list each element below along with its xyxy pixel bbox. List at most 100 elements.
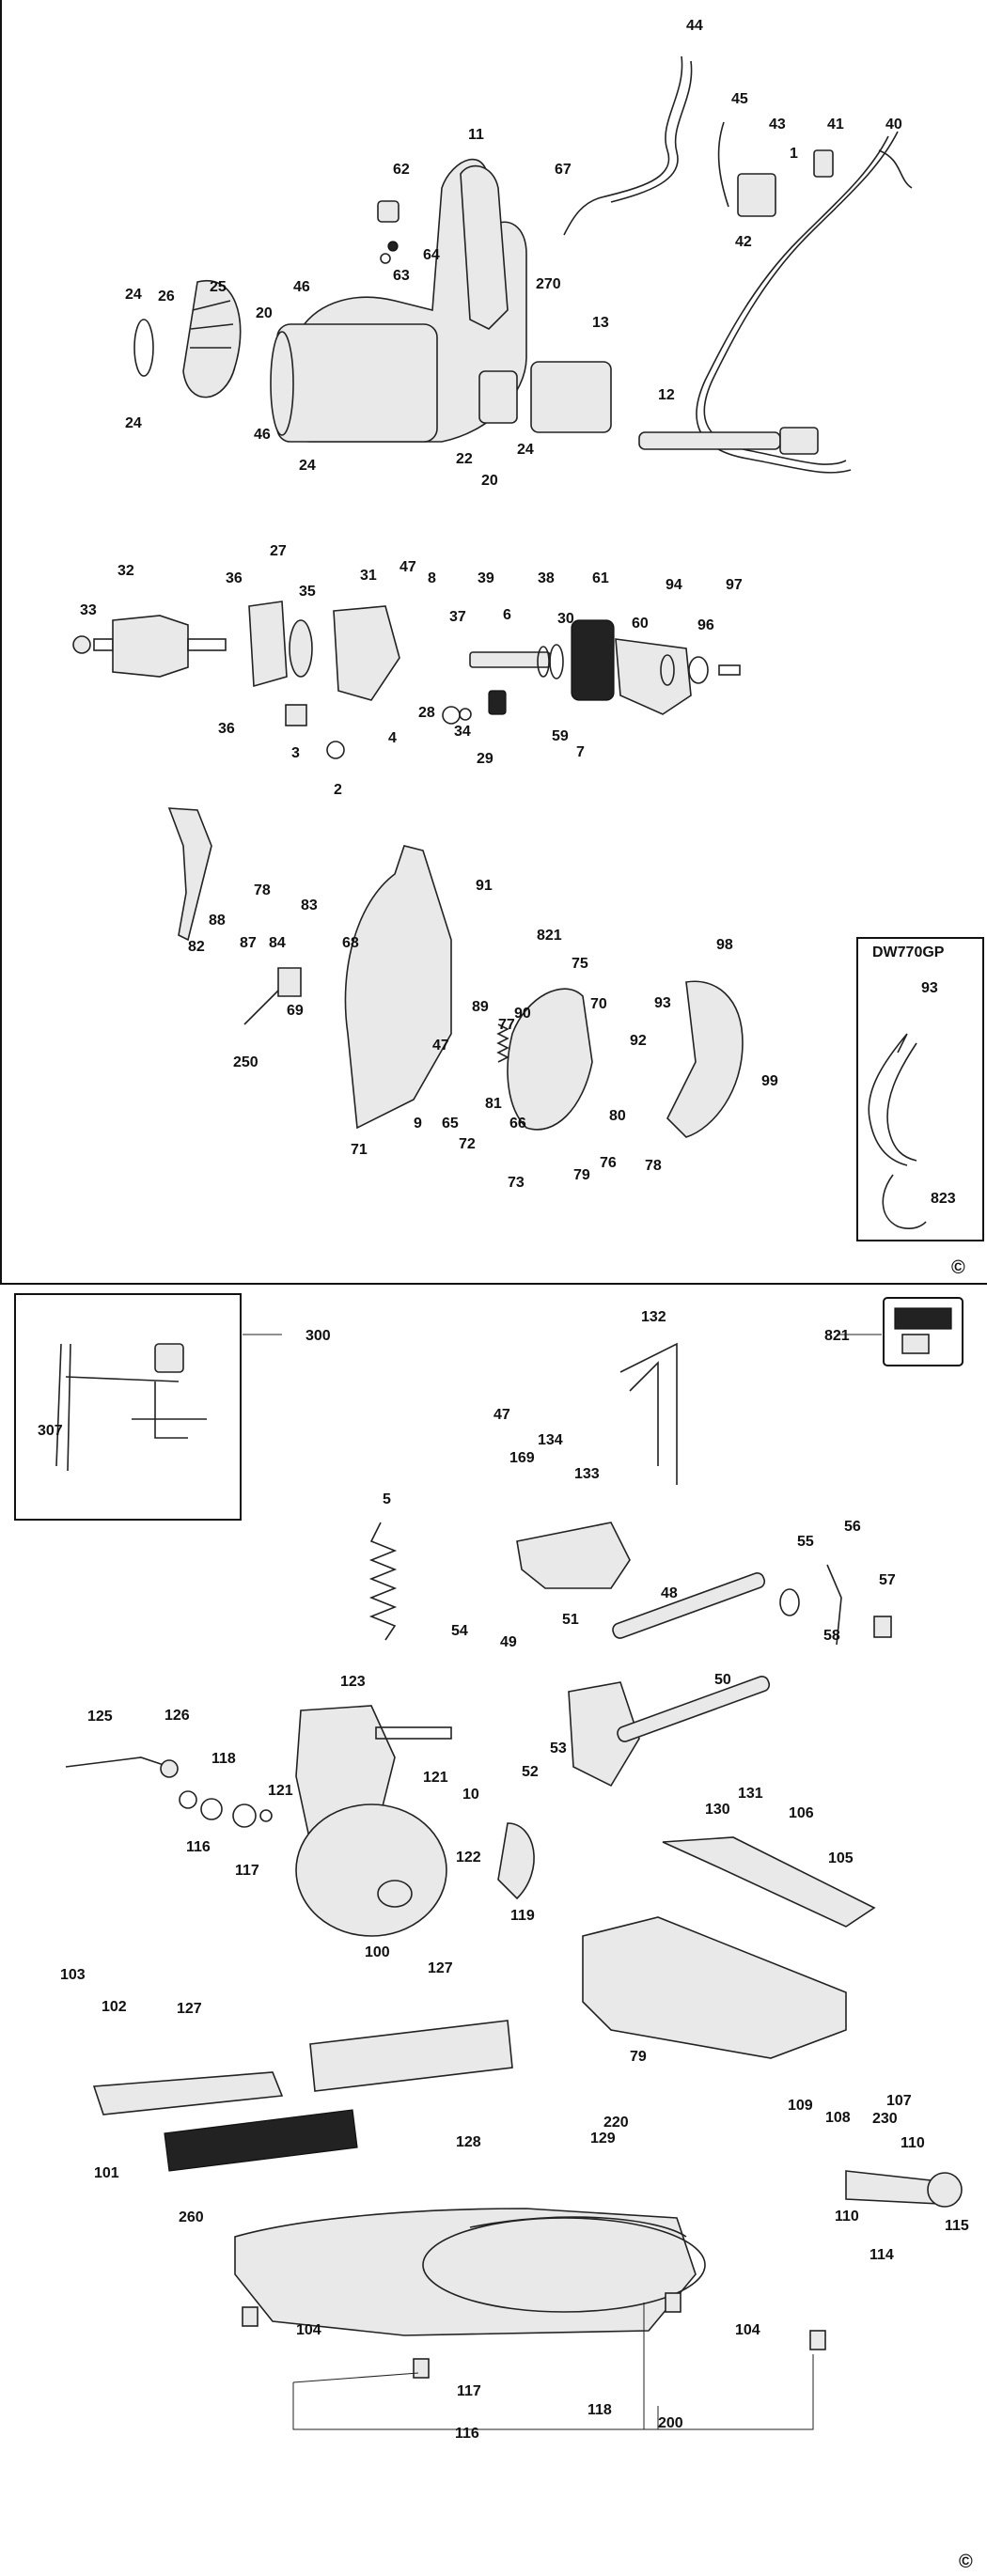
callout-70: 70 <box>590 996 607 1012</box>
callout-68: 68 <box>342 935 359 951</box>
callout-81: 81 <box>485 1096 502 1112</box>
callout-169: 169 <box>509 1450 535 1466</box>
copyright-mark-top: © <box>951 1257 965 1278</box>
copyright-mark-bottom: © <box>959 2552 973 2572</box>
callout-260: 260 <box>179 2209 204 2225</box>
callout-62: 62 <box>393 162 410 178</box>
callout-71: 71 <box>351 1142 368 1158</box>
callout-13: 13 <box>592 315 609 331</box>
callout-47: 47 <box>432 1038 449 1054</box>
callout-114: 114 <box>870 2247 894 2263</box>
callout-54: 54 <box>451 1623 468 1639</box>
callout-73: 73 <box>508 1175 525 1191</box>
callout-80: 80 <box>609 1108 626 1124</box>
callout-129: 129 <box>590 2131 616 2147</box>
callout-122: 122 <box>456 1850 481 1866</box>
callout-34: 34 <box>454 724 471 740</box>
callout-125: 125 <box>87 1709 113 1725</box>
callout-32: 32 <box>118 563 134 579</box>
dw770gp-title: DW770GP <box>872 945 945 960</box>
callout-307: 307 <box>38 1423 63 1439</box>
callout-33: 33 <box>80 602 97 618</box>
callout-821: 821 <box>537 928 562 944</box>
callout-42: 42 <box>735 234 752 250</box>
callout-99: 99 <box>761 1073 778 1089</box>
callout-10: 10 <box>462 1787 479 1803</box>
callout-59: 59 <box>552 728 569 744</box>
callout-24: 24 <box>299 458 316 474</box>
callout-78: 78 <box>645 1158 662 1174</box>
callout-57: 57 <box>879 1572 896 1588</box>
callout-28: 28 <box>418 705 435 721</box>
callout-22: 22 <box>456 451 473 467</box>
callout-132: 132 <box>641 1309 666 1325</box>
callout-30: 30 <box>557 611 574 627</box>
callout-250: 250 <box>233 1054 258 1070</box>
callout-83: 83 <box>301 898 318 913</box>
callout-110: 110 <box>835 2209 859 2225</box>
callout-61: 61 <box>592 570 609 586</box>
callout-93: 93 <box>654 995 671 1011</box>
callout-118: 118 <box>212 1751 236 1767</box>
callout-104: 104 <box>735 2322 760 2338</box>
callout-130: 130 <box>705 1802 730 1818</box>
callout-76: 76 <box>600 1155 617 1171</box>
callout-39: 39 <box>478 570 494 586</box>
callout-89: 89 <box>472 999 489 1015</box>
callout-127: 127 <box>428 1960 453 1976</box>
callout-127: 127 <box>177 2001 202 2017</box>
callout-52: 52 <box>522 1764 539 1780</box>
callout-60: 60 <box>632 616 649 632</box>
callout-121: 121 <box>268 1783 293 1799</box>
callout-90: 90 <box>514 1006 531 1022</box>
callout-35: 35 <box>299 584 316 600</box>
callout-26: 26 <box>158 289 175 304</box>
callout-40: 40 <box>885 117 902 133</box>
callout-3: 3 <box>291 745 300 761</box>
callout-79: 79 <box>573 1167 590 1183</box>
callout-84: 84 <box>269 935 286 951</box>
callout-55: 55 <box>797 1534 814 1550</box>
callout-56: 56 <box>844 1519 861 1535</box>
callout-63: 63 <box>393 268 410 284</box>
gear-train-group <box>72 601 741 759</box>
base-group <box>55 1297 964 2430</box>
callout-230: 230 <box>872 2111 898 2127</box>
callout-27: 27 <box>270 543 287 559</box>
callout-46: 46 <box>293 279 310 295</box>
callout-115: 115 <box>945 2218 969 2234</box>
callout-300: 300 <box>306 1328 331 1344</box>
callout-4: 4 <box>388 730 397 746</box>
callout-69: 69 <box>287 1003 304 1019</box>
callout-78: 78 <box>254 882 271 898</box>
callout-821: 821 <box>824 1328 850 1344</box>
callout-110: 110 <box>901 2135 925 2151</box>
callout-2: 2 <box>334 782 342 798</box>
callout-121: 121 <box>423 1770 448 1786</box>
callout-1: 1 <box>790 146 798 162</box>
frames <box>0 0 987 1521</box>
part-300-inset-box <box>14 1293 242 1521</box>
callout-45: 45 <box>731 91 748 107</box>
callout-102: 102 <box>102 1999 127 2015</box>
callout-9: 9 <box>414 1116 422 1132</box>
callout-41: 41 <box>827 117 844 133</box>
callout-36: 36 <box>226 570 243 586</box>
callout-49: 49 <box>500 1634 517 1650</box>
callout-92: 92 <box>630 1033 647 1049</box>
callout-48: 48 <box>661 1585 678 1601</box>
callout-66: 66 <box>509 1116 526 1132</box>
callout-20: 20 <box>256 305 273 321</box>
callout-103: 103 <box>60 1967 86 1983</box>
callout-100: 100 <box>365 1944 390 1960</box>
callout-47: 47 <box>494 1407 510 1423</box>
callout-8: 8 <box>428 570 436 586</box>
callout-7: 7 <box>576 744 585 760</box>
callout-101: 101 <box>94 2165 119 2181</box>
callout-220: 220 <box>603 2115 629 2131</box>
callout-119: 119 <box>510 1908 535 1924</box>
callout-118: 118 <box>588 2402 612 2418</box>
callout-labels-bottom: 3003078211324716913413355556574858495451… <box>38 1309 969 2442</box>
